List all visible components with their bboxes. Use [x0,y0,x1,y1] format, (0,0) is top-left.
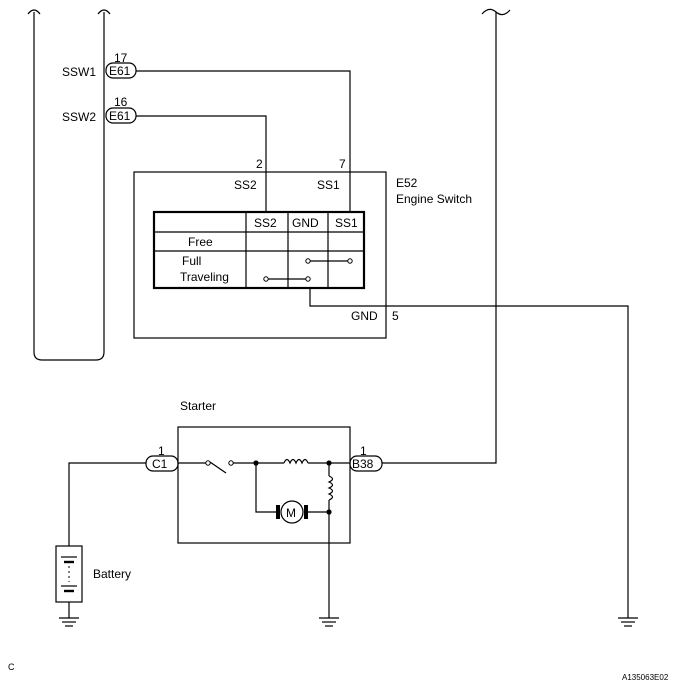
relay-contact-1 [205,460,211,466]
engine-switch-label-gnd: GND [351,309,378,323]
motor-brush-left [276,505,280,519]
ecu-outline [33,12,105,361]
starter-pin-right: 1 [360,444,367,458]
relay-contact-2 [228,460,234,466]
switch-table [152,210,366,290]
wire-battery [68,462,146,546]
relay-blade [209,461,227,474]
engine-switch-name: Engine Switch [396,192,472,206]
starter-box [177,426,351,544]
starter-connector-c1-label: C1 [152,457,168,471]
ground-icon-starter [319,617,339,627]
engine-switch-label-ss2: SS2 [234,178,257,192]
ecu-break-right [97,9,111,15]
footer-left: C [8,662,15,672]
motor-wire-left [255,463,278,513]
engine-switch-box [133,171,387,339]
supply-break [481,8,511,16]
switch-table-header-ss1: SS1 [335,216,358,230]
wire-switch-gnd [309,288,629,618]
ecu-pin-16: 16 [114,95,128,109]
ecu-pin-17: 17 [114,51,128,65]
continuity-ss2-gnd-dot-2 [305,276,311,282]
switch-table-row-full: Full [182,254,201,268]
engine-switch-code: E52 [396,176,418,190]
series-coil-icon [283,458,309,465]
wire-b38-supply [382,12,497,464]
motor-label: M [286,506,296,520]
switch-table-header-ss2: SS2 [254,216,277,230]
switch-table-header-gnd: GND [292,216,319,230]
ecu-label-ssw2: SSW2 [62,110,96,124]
wire-ssw2 [136,115,267,172]
battery-label: Battery [93,567,131,581]
continuity-ss2-gnd-dot-1 [263,276,269,282]
motor-brush-right [304,505,308,519]
switch-table-row-free: Free [188,235,213,249]
engine-switch-pin-7: 7 [339,157,346,171]
ecu-label-ssw1: SSW1 [62,65,96,79]
battery-box [55,545,83,603]
footer-right: A135063E02 [622,673,669,682]
starter-title: Starter [180,399,216,413]
wire-ssw1 [136,70,351,172]
engine-switch-pin-5: 5 [392,309,399,323]
engine-switch-pin-2: 2 [256,157,263,171]
switch-table-row-traveling: Traveling [180,270,229,284]
continuity-gnd-ss1-dot-1 [305,258,311,264]
ecu-connector-e61-top-label: E61 [109,64,131,78]
continuity-gnd-ss1-dot-2 [347,258,353,264]
shunt-coil-icon [327,475,334,501]
ground-icon-switch [618,617,638,627]
ecu-break-left [27,9,41,15]
starter-pin-left: 1 [158,444,165,458]
ground-icon-battery [59,617,79,627]
ecu-connector-e61-bottom-label: E61 [109,109,131,123]
engine-switch-label-ss1: SS1 [317,178,340,192]
starter-connector-b38-label: B38 [352,457,374,471]
motor-icon [280,500,304,524]
